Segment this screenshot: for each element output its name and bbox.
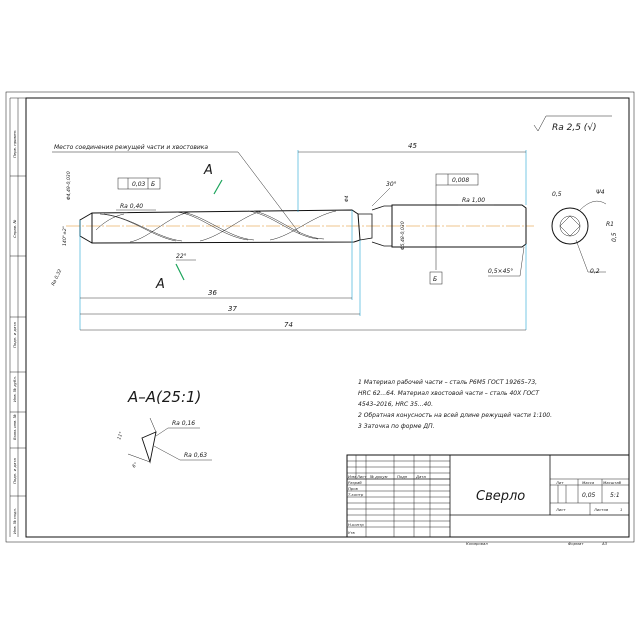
dim-psi: Ψ4 xyxy=(596,189,605,196)
tol-ra100: Ra 1,00 xyxy=(462,197,485,204)
note-line: 3 Заточка по форме ДП. xyxy=(358,423,435,430)
dim-phi4: Φ4 xyxy=(344,195,350,202)
section-letter-top: A xyxy=(203,163,213,178)
tol-ra063: Ra 0,63 xyxy=(184,452,207,459)
roughness-corner: Ra 2,5 (√) xyxy=(533,115,612,133)
dim-36: 36 xyxy=(208,289,217,297)
col-izm: Изм xyxy=(348,474,356,479)
tol-runout: 0,03 xyxy=(132,181,146,188)
dim-30deg: 30° xyxy=(386,181,397,188)
col-sign: Подп xyxy=(397,474,408,479)
extension-lines xyxy=(79,150,527,330)
lit-header: Лит xyxy=(555,480,564,485)
dim-phi449: Φ4,49-0,030 xyxy=(66,171,72,200)
section-angle1: 11° xyxy=(116,431,124,441)
mass-value: 0,05 xyxy=(582,492,596,499)
dim-22deg: 22° xyxy=(176,253,187,260)
title-block: Изм Лист № докум Подп Дата Разраб Пров Т… xyxy=(346,454,630,538)
side-stamp: Перв. примен. Справ. № Подп. и дата Инв.… xyxy=(9,97,26,537)
dim-37: 37 xyxy=(228,305,237,313)
dim-r1: R1 xyxy=(606,221,614,228)
dim-45: 45 xyxy=(408,142,417,150)
col-doc: № докум xyxy=(369,474,388,479)
tol-ra016: Ra 0,16 xyxy=(172,420,195,427)
side-stamp-label: Инв. № дубл. xyxy=(12,376,17,402)
sheets-label: Листов xyxy=(593,507,609,512)
section-title: А–А(25:1) xyxy=(127,388,201,406)
format-label: Формат xyxy=(568,541,584,546)
side-stamp-label: Справ. № xyxy=(12,219,17,238)
dim-chamfer: 0,5×45° xyxy=(488,268,513,275)
side-stamp-label: Взам. инв. № xyxy=(12,414,17,440)
dim-r05-top: 0,5 xyxy=(552,191,562,198)
dim-140: 140°±2° xyxy=(62,226,68,246)
side-stamp-label: Подп. и дата xyxy=(12,457,17,484)
dim-r05-right: 0,5 xyxy=(611,232,618,242)
section-angle2: 6° xyxy=(131,461,139,469)
tol-ra032: Ra 0,32 xyxy=(50,268,63,287)
tolerance-frames: 0,03 Б 0,008 Б Ra 0,40 Ra 1,00 Ra 0,32 xyxy=(50,173,494,287)
copied-label: Копировал xyxy=(466,541,488,546)
note-line: 2 Обратная конусность на всей длине режу… xyxy=(358,412,552,419)
side-stamp-label: Перв. примен. xyxy=(12,129,17,158)
tol-flat: 0,008 xyxy=(452,177,469,184)
row-utv: Утв xyxy=(348,530,356,535)
dim-r02: 0,2 xyxy=(590,268,600,275)
row-razrab: Разраб xyxy=(348,480,362,485)
joint-callout: Место соединения режущей части и хвостов… xyxy=(52,144,301,235)
row-nkontr: Н.контр xyxy=(348,522,364,527)
col-list: Лист xyxy=(356,474,367,479)
note-line: 4543–2016, HRC 35...40. xyxy=(358,401,433,408)
scale-value: 5:1 xyxy=(610,492,620,499)
joint-callout-text: Место соединения режущей части и хвостов… xyxy=(54,144,208,151)
tol-base: Б xyxy=(151,181,155,188)
dim-phi548: Φ5,48-0,030 xyxy=(400,221,406,250)
sheets-value: 1 xyxy=(620,507,622,512)
format-value: А3 xyxy=(601,541,608,546)
section-letter-bottom: A xyxy=(155,277,165,292)
side-stamp-label: Инв. № подл. xyxy=(12,508,17,534)
side-stamp-label: Подп. и дата xyxy=(12,321,17,348)
inner-frame xyxy=(25,97,630,538)
section-view: А–А(25:1) 11° 6° Ra 0,16 Ra 0,63 xyxy=(116,388,212,469)
col-date: Дата xyxy=(415,474,427,479)
note-line: 1 Материал рабочей части – сталь Р6М5 ГО… xyxy=(358,379,537,386)
part-name: Сверло xyxy=(476,489,525,504)
tol-base-b: Б xyxy=(433,276,437,283)
row-prov: Пров xyxy=(348,486,359,491)
notes: 1 Материал рабочей части – сталь Р6М5 ГО… xyxy=(358,379,552,430)
dim-74: 74 xyxy=(284,321,293,329)
mass-header: Масса xyxy=(582,480,595,485)
tol-ra040: Ra 0,40 xyxy=(120,203,143,210)
scale-header: Масштаб xyxy=(603,480,622,485)
row-tkontr: Т.контр xyxy=(348,492,364,497)
section-markers: A A xyxy=(155,163,223,292)
roughness-corner-text: Ra 2,5 (√) xyxy=(552,122,597,133)
note-line: HRC 62...64. Материал хвостовой части – … xyxy=(358,390,540,397)
dimensions: 45 36 37 74 30° 22° Φ4 Φ4,49-0,030 Φ5,48… xyxy=(62,142,618,331)
outer-border xyxy=(5,91,635,543)
sheet-label: Лист xyxy=(555,507,566,512)
